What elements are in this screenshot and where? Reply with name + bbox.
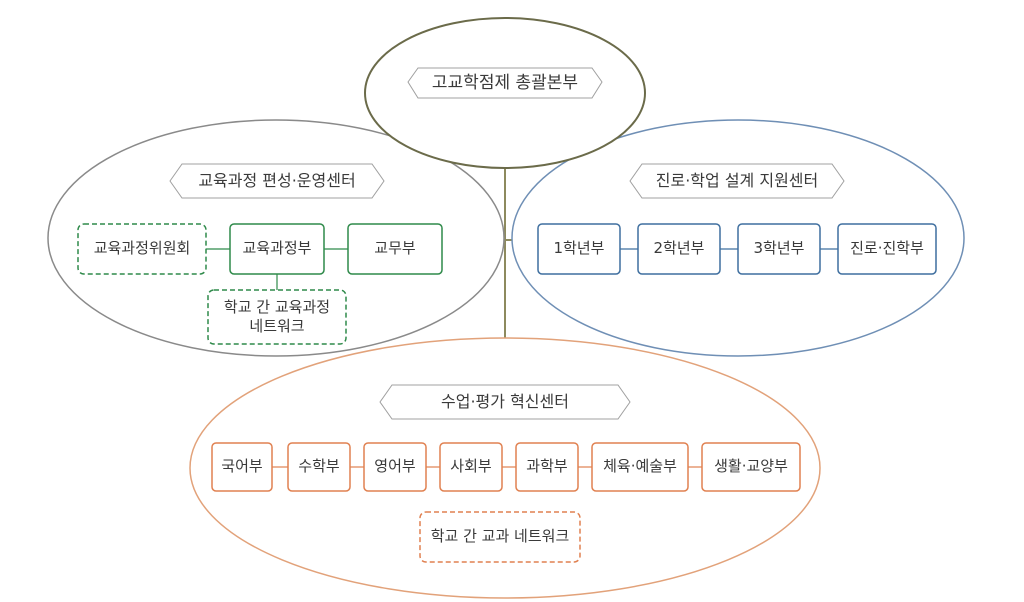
social-dept-box bbox=[439, 442, 503, 492]
life-liberal-dept-box bbox=[701, 442, 801, 492]
science-dept-label: 과학부 bbox=[526, 457, 568, 476]
math-dept-box bbox=[287, 442, 351, 492]
career-dept-label: 진로·진학부 bbox=[850, 239, 924, 258]
grade3-dept-box bbox=[737, 223, 821, 275]
grade2-dept-box bbox=[637, 223, 721, 275]
pe-arts-dept-label: 체육·예술부 bbox=[603, 457, 677, 476]
math-dept-label: 수학부 bbox=[298, 457, 340, 476]
left-center-title: 교육과정 편성·운영센터 bbox=[198, 170, 356, 190]
grade3-dept-label: 3학년부 bbox=[753, 239, 805, 258]
curriculum-dept-box bbox=[229, 223, 325, 275]
hq-banner bbox=[407, 67, 603, 99]
right-center-banner bbox=[629, 163, 845, 199]
curriculum-network-label: 학교 간 교육과정 네트워크 bbox=[223, 297, 331, 336]
hq-title: 고교학점제 총괄본부 bbox=[431, 72, 579, 93]
bottom-center-banner bbox=[379, 384, 631, 420]
korean-dept-label: 국어부 bbox=[221, 457, 263, 476]
grade1-dept-box bbox=[537, 223, 621, 275]
committee-box bbox=[77, 223, 207, 275]
committee-label: 교육과정위원회 bbox=[93, 239, 191, 258]
korean-dept-box bbox=[211, 442, 273, 492]
english-dept-box bbox=[363, 442, 427, 492]
bottom-center-title: 수업·평가 혁신센터 bbox=[441, 391, 569, 411]
right-center-title: 진로·학업 설계 지원센터 bbox=[655, 170, 819, 190]
pe-arts-dept-box bbox=[591, 442, 689, 492]
grade2-dept-label: 2학년부 bbox=[653, 239, 705, 258]
english-dept-label: 영어부 bbox=[374, 457, 416, 476]
science-dept-box bbox=[515, 442, 579, 492]
life-liberal-dept-label: 생활·교양부 bbox=[714, 457, 788, 476]
left-inner-connectors bbox=[206, 248, 348, 290]
left-center-banner bbox=[169, 163, 385, 199]
curriculum-network-box bbox=[207, 289, 347, 345]
subject-network-label: 학교 간 교과 네트워크 bbox=[430, 527, 570, 546]
social-dept-label: 사회부 bbox=[450, 457, 492, 476]
curriculum-dept-label: 교육과정부 bbox=[242, 239, 312, 258]
subject-network-box bbox=[419, 511, 581, 563]
grade1-dept-label: 1학년부 bbox=[553, 239, 605, 258]
bottom-center-ellipse bbox=[189, 337, 821, 599]
academic-dept-label: 교무부 bbox=[374, 239, 416, 258]
academic-dept-box bbox=[347, 223, 443, 275]
career-dept-box bbox=[837, 223, 937, 275]
